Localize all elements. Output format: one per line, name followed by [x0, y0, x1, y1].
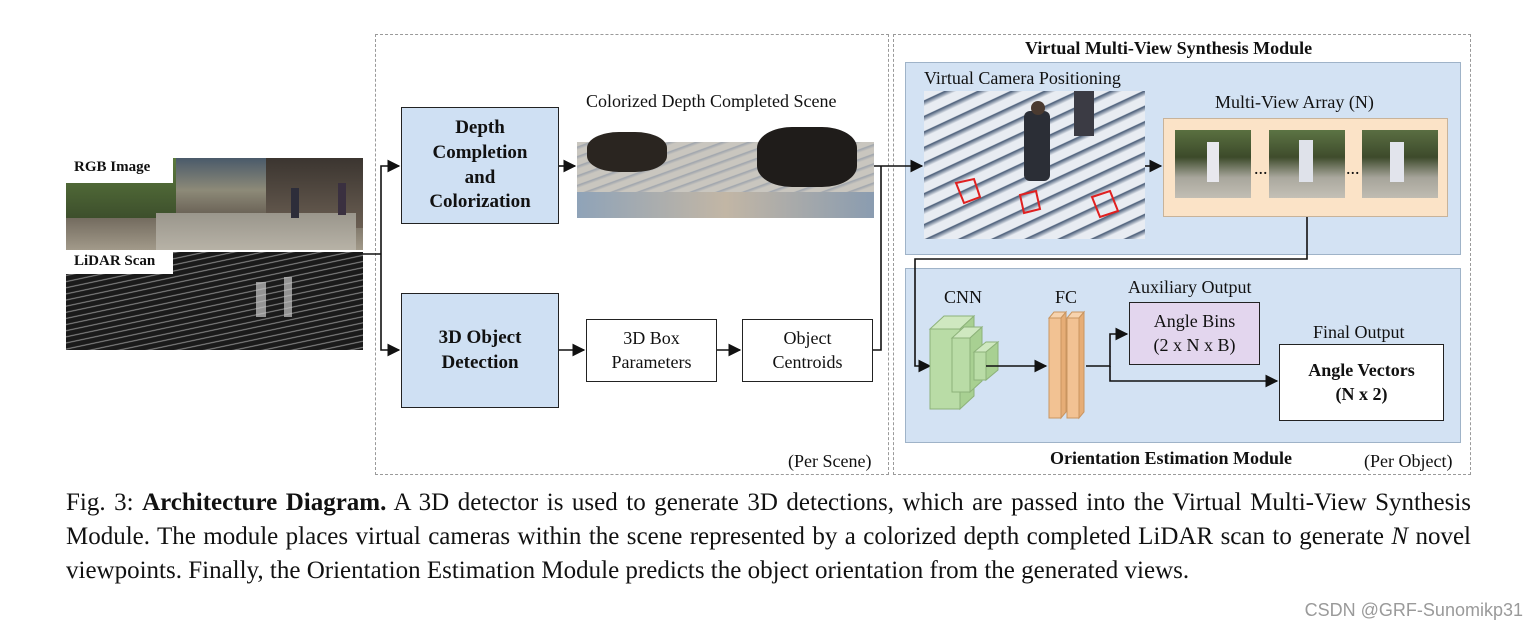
ellipsis-1: ... — [1254, 158, 1268, 178]
object-detection-box: 3D Object Detection — [401, 293, 559, 408]
camera-positioning-image — [924, 91, 1145, 239]
figure-caption: Fig. 3: Architecture Diagram. A 3D detec… — [66, 486, 1471, 588]
depth-completion-label: Depth Completion and Colorization — [429, 117, 531, 213]
fc-to-angle-bins — [1086, 327, 1129, 367]
watermark: CSDN @GRF-Sunomikp31 — [1304, 600, 1523, 620]
box-parameters-label: 3D Box Parameters — [611, 328, 692, 372]
per-object-frame — [893, 34, 1471, 475]
per-scene-label: (Per Scene) — [788, 451, 872, 471]
arrow-to-depth-box — [380, 159, 401, 254]
lidar-scan-image: LiDAR Scan — [66, 252, 363, 350]
caption-italic: N — [1391, 523, 1409, 550]
fc-blocks — [1047, 310, 1086, 420]
view-thumbnail-3 — [1362, 130, 1438, 198]
fc-label: FC — [1055, 287, 1078, 307]
angle-bins-box: Angle Bins (2 x N x B) — [1129, 302, 1260, 365]
caption-bold: Architecture Diagram. — [142, 489, 387, 516]
aux-output-label: Auxiliary Output — [1128, 277, 1252, 297]
camera-frustums — [954, 177, 1120, 219]
array-to-cnn — [914, 217, 1308, 373]
view-thumbnail-1 — [1175, 130, 1251, 198]
cnn-label: CNN — [944, 287, 983, 307]
depth-completion-box: Depth Completion and Colorization — [401, 107, 559, 224]
angle-vectors-line1: Angle Vectors — [1308, 360, 1415, 381]
rgb-image-label: RGB Image — [66, 158, 173, 183]
multi-view-label: Multi-View Array (N) — [1215, 92, 1374, 112]
caption-prefix: Fig. 3: — [66, 489, 143, 516]
colorized-scene-image — [577, 112, 874, 218]
final-output-label: Final Output — [1313, 322, 1405, 342]
camera-positioning-label: Virtual Camera Positioning — [924, 68, 1121, 88]
rgb-image: RGB Image — [66, 158, 363, 250]
view-thumbnail-2 — [1269, 130, 1345, 198]
ellipsis-2: ... — [1346, 158, 1360, 178]
cnn-blocks — [928, 314, 1000, 411]
orientation-module-title: Orientation Estimation Module — [1050, 448, 1292, 468]
centroids-to-synthesis — [873, 166, 882, 351]
synthesis-module-title: Virtual Multi-View Synthesis Module — [1025, 38, 1313, 58]
angle-vectors-line2: (N x 2) — [1335, 383, 1388, 404]
caption-part2: novel viewpoints. Finally, the Orientati… — [66, 523, 1471, 584]
angle-vectors-box: Angle Vectors (N x 2) — [1279, 344, 1444, 421]
object-centroids-box: Object Centroids — [742, 319, 873, 382]
colorized-scene-label: Colorized Depth Completed Scene — [586, 91, 837, 111]
object-detection-label: 3D Object Detection — [438, 326, 522, 373]
angle-bins-line1: Angle Bins — [1153, 311, 1236, 332]
lidar-scan-label: LiDAR Scan — [66, 252, 173, 274]
caption-part1: A 3D detector is used to generate 3D det… — [66, 489, 1471, 550]
angle-bins-line2: (2 x N x B) — [1153, 334, 1236, 355]
fc-to-angle-vectors — [1109, 366, 1279, 388]
arrow-to-detection-box — [380, 254, 401, 357]
object-centroids-label: Object Centroids — [772, 328, 843, 372]
box-parameters-box: 3D Box Parameters — [586, 319, 717, 382]
per-object-label: (Per Object) — [1364, 451, 1453, 471]
